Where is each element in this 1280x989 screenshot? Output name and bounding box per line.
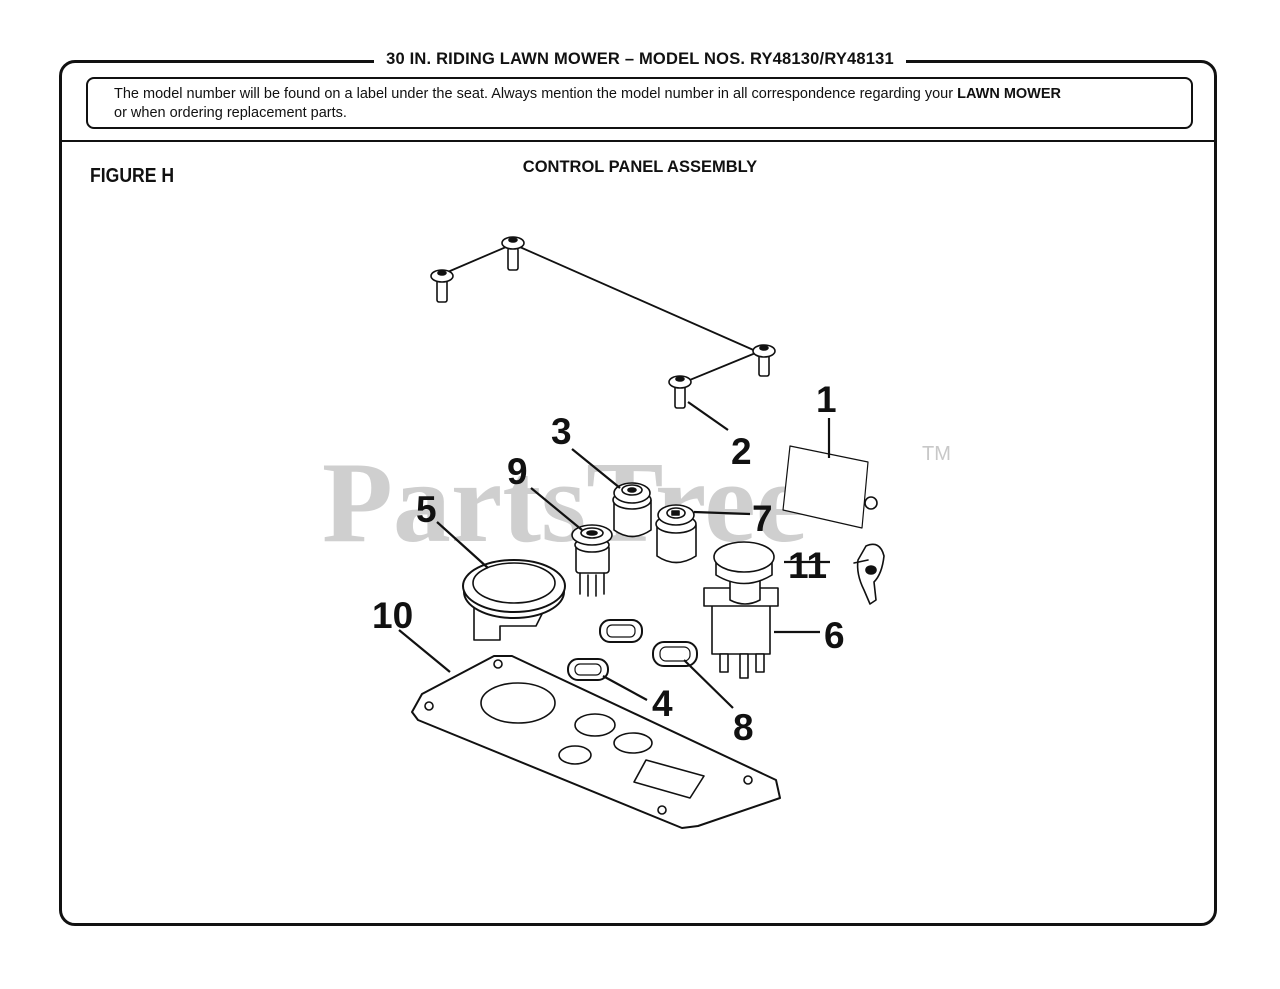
gasket-part-8: [652, 641, 698, 667]
callout-numbers: 1 2 3 4 5 6 7 8 9 10 11: [372, 379, 845, 748]
switch-part-9: [571, 524, 613, 597]
screw: [668, 375, 692, 409]
callout-6: 6: [824, 615, 845, 656]
callout-7: 7: [752, 498, 773, 539]
switch-part-7: [655, 504, 697, 564]
panel-plate-part-10: [411, 655, 781, 829]
gasket-part-4: [567, 658, 609, 681]
leader-lines: [398, 401, 831, 709]
callout-9: 9: [507, 451, 528, 492]
page-title: 30 IN. RIDING LAWN MOWER – MODEL NOS. RY…: [0, 50, 1280, 69]
screw: [430, 269, 454, 303]
header-divider: [61, 140, 1215, 142]
screw-group: [430, 236, 776, 409]
gasket: [599, 619, 643, 643]
bezel-part-5: [462, 559, 566, 641]
screw: [501, 236, 525, 271]
callout-2: 2: [731, 431, 752, 472]
screw: [752, 344, 776, 377]
notice-text-line2: or when ordering replacement parts.: [114, 105, 347, 121]
watermark-trademark: TM: [922, 443, 951, 465]
key-part-11: [853, 543, 885, 605]
model-number-notice: The model number will be found on a labe…: [86, 77, 1193, 129]
decal-part-1: [782, 445, 878, 529]
switch-part-3: [612, 482, 652, 538]
pto-switch-part-6: [703, 541, 779, 679]
callout-8: 8: [733, 707, 754, 748]
callout-4: 4: [652, 683, 673, 724]
notice-emphasis: LAWN MOWER: [957, 86, 1062, 102]
callout-10: 10: [372, 595, 413, 636]
figure-title: CONTROL PANEL ASSEMBLY: [522, 158, 758, 176]
callout-11: 11: [788, 545, 827, 586]
callout-3: 3: [551, 411, 572, 452]
callout-1: 1: [816, 379, 837, 420]
callout-5: 5: [416, 489, 437, 530]
notice-text: The model number will be found on a labe…: [114, 86, 958, 102]
figure-label: FIGURE H: [90, 165, 175, 187]
